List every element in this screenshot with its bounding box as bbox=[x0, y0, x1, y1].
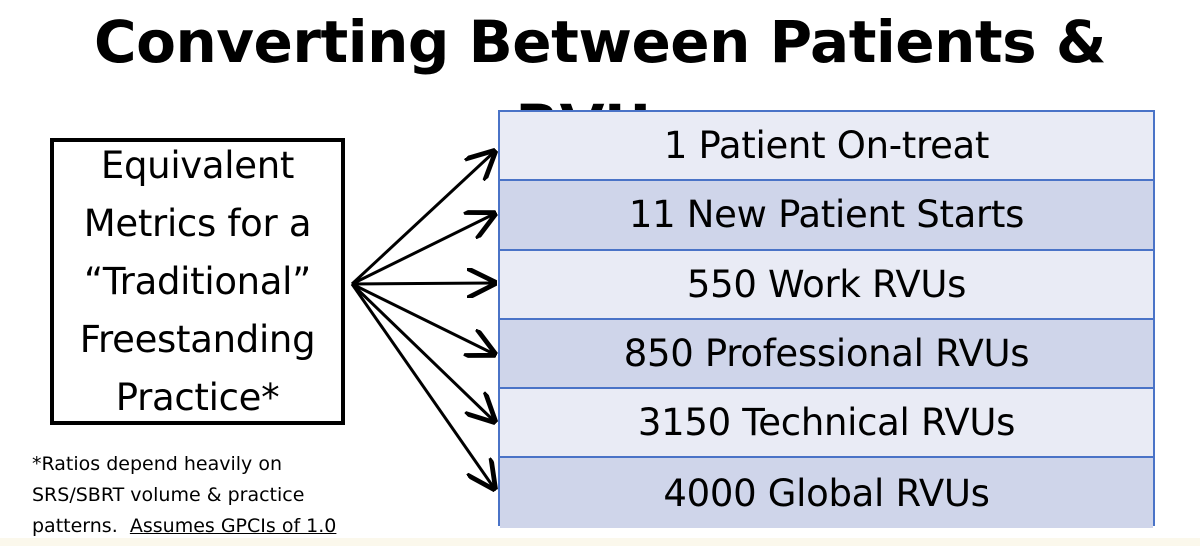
metric-row-global-rvus: 4000 Global RVUs bbox=[500, 458, 1153, 528]
arrow-5 bbox=[350, 282, 494, 421]
arrow-4 bbox=[351, 282, 494, 354]
source-box: Equivalent Metrics for a “Traditional” F… bbox=[50, 138, 345, 425]
metric-row-new-patient-starts: 11 New Patient Starts bbox=[500, 181, 1153, 251]
arrow-3 bbox=[351, 283, 494, 284]
arrow-2 bbox=[351, 214, 494, 286]
source-box-label: Equivalent Metrics for a “Traditional” F… bbox=[79, 143, 316, 419]
footnote: *Ratios depend heavily on SRS/SBRT volum… bbox=[32, 449, 392, 542]
metric-row-technical-rvus: 3150 Technical RVUs bbox=[500, 389, 1153, 459]
bottom-strip bbox=[0, 538, 1200, 546]
metric-row-work-rvus: 550 Work RVUs bbox=[500, 250, 1153, 320]
footnote-line-2: SRS/SBRT volume & practice bbox=[32, 484, 305, 506]
footnote-prefix: patterns. bbox=[32, 515, 118, 537]
footnote-assumption: Assumes GPCIs of 1.0 bbox=[129, 515, 337, 537]
metrics-table: 1 Patient On-treat 11 New Patient Starts… bbox=[498, 110, 1155, 528]
arrow-6 bbox=[350, 283, 494, 488]
footnote-line-3: patterns. Assumes GPCIs of 1.0 bbox=[32, 511, 392, 542]
footnote-line-1: *Ratios depend heavily on bbox=[32, 453, 282, 475]
arrow-1 bbox=[350, 152, 494, 286]
metric-row-patient-on-treat: 1 Patient On-treat bbox=[500, 112, 1153, 182]
metric-row-professional-rvus: 850 Professional RVUs bbox=[500, 319, 1153, 390]
